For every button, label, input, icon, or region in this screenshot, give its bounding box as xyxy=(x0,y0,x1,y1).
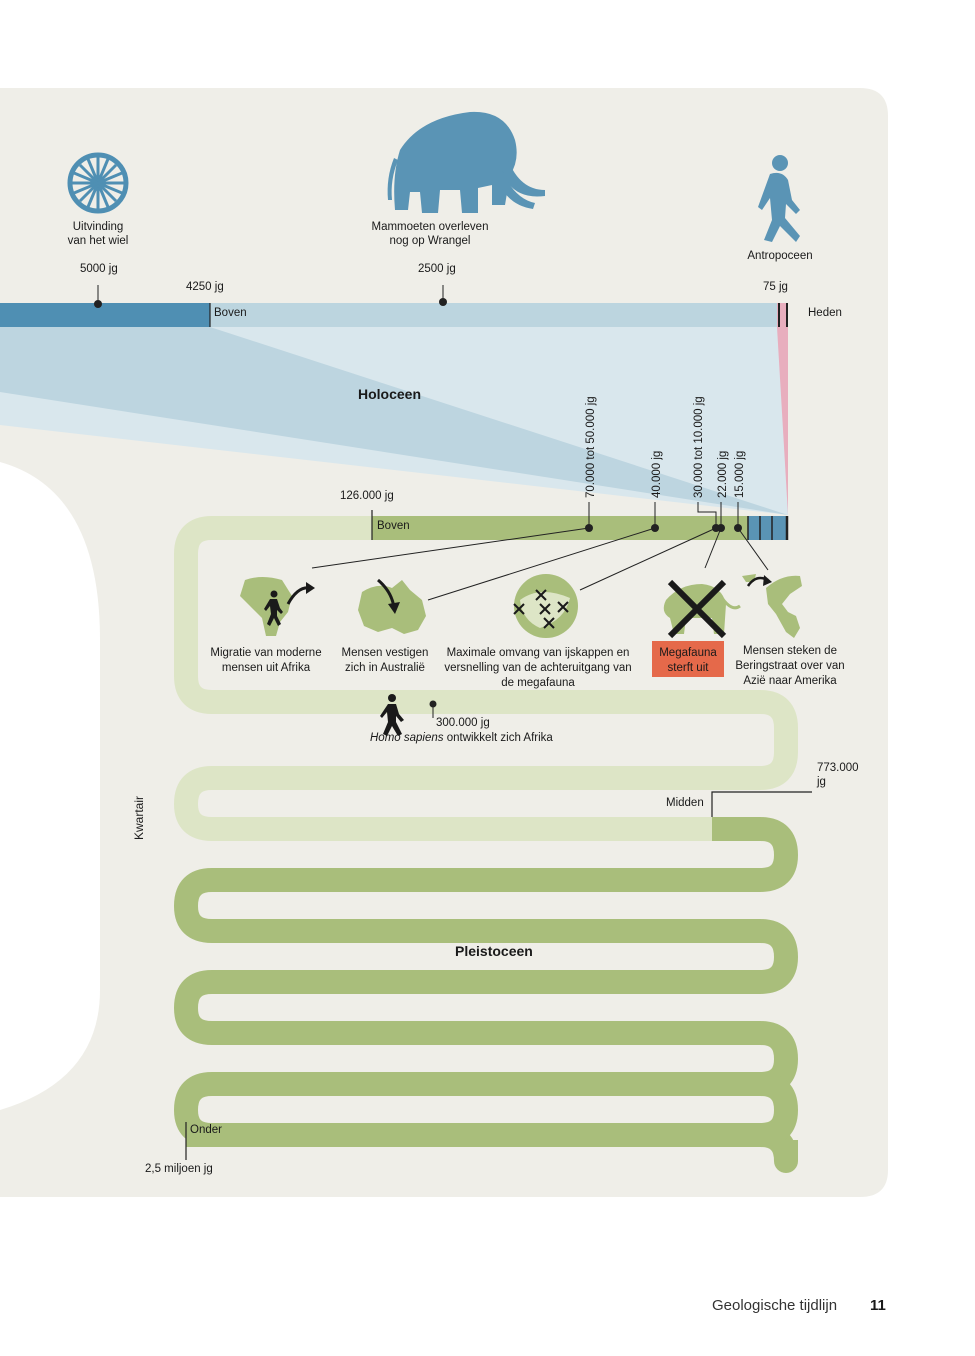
holocene-boven-label: Boven xyxy=(214,307,247,319)
mammoth-label-2: nog op Wrangel xyxy=(390,235,471,247)
vtick-15000: 15.000 jg xyxy=(734,451,746,498)
migration-label-1: Migratie van moderne xyxy=(210,647,321,659)
wheel-label-1: Uitvinding xyxy=(73,221,124,233)
homo-label-rest: ontwikkelt zich Afrika xyxy=(444,732,554,744)
heden-label: Heden xyxy=(808,307,842,319)
tick-label-5000: 5000 jg xyxy=(80,263,118,275)
ice-label-2: versnelling van de achteruitgang van xyxy=(444,662,631,674)
tick-dot-2500 xyxy=(439,298,447,306)
australia-label-1: Mensen vestigen xyxy=(342,647,429,659)
megafauna-box xyxy=(652,641,724,677)
tick-label-4250: 4250 jg xyxy=(186,281,224,293)
page-number: 11 xyxy=(870,1297,886,1314)
onder-label: Onder xyxy=(190,1124,222,1136)
tick-label-2500: 2500 jg xyxy=(418,263,456,275)
ice-label-3: de megafauna xyxy=(501,677,575,689)
holocene-bar-pink xyxy=(777,303,788,327)
australia-label-2: zich in Australië xyxy=(345,662,425,674)
homo-label: Homo sapiens ontwikkelt zich Afrika xyxy=(370,732,553,744)
tick-label-25m: 2,5 miljoen jg xyxy=(145,1163,213,1175)
midden-label: Midden xyxy=(666,797,704,809)
mammoth-icon xyxy=(387,111,545,213)
walking-person-icon xyxy=(264,590,283,626)
vtick-22000: 22.000 jg xyxy=(717,451,729,498)
white-cutout xyxy=(0,462,100,1110)
homo-sapiens-icon xyxy=(380,694,404,736)
holocene-fan-mid xyxy=(0,327,788,515)
bering-label-1: Mensen steken de xyxy=(743,645,837,657)
tick-label-126000: 126.000 jg xyxy=(340,490,394,502)
pleistocene-bar xyxy=(372,516,748,540)
vtick-70000: 70.000 tot 50.000 jg xyxy=(585,396,597,498)
wheel-label-2: van het wiel xyxy=(68,235,129,247)
bering-label-3: Azië naar Amerika xyxy=(743,675,837,687)
wheel-icon xyxy=(67,152,129,214)
megafauna-label-2: sterft uit xyxy=(668,662,710,674)
tick-label-75: 75 jg xyxy=(763,281,788,293)
megafauna-label-1: Megafauna xyxy=(659,647,717,659)
vtick-30000: 30.000 tot 10.000 jg xyxy=(693,396,705,498)
tick-dot-5000 xyxy=(94,300,102,308)
pleistocene-boven-label: Boven xyxy=(377,520,410,532)
extinct-mammoth-icon xyxy=(663,579,741,639)
antropoceen-label: Antropoceen xyxy=(747,250,812,262)
tick-label-773000-2: jg xyxy=(816,776,826,788)
homo-label-italic: Homo sapiens xyxy=(370,732,444,744)
midden-tick-line xyxy=(711,791,812,817)
mammoth-label-1: Mammoeten overleven xyxy=(372,221,489,233)
pleistocene-serpentine-light xyxy=(174,516,798,841)
kwartair-label: Kwartair xyxy=(132,796,146,840)
migration-label-2: mensen uit Afrika xyxy=(222,662,311,674)
holocene-name: Holoceen xyxy=(358,386,421,402)
ice-label-1: Maximale omvang van ijskappen en xyxy=(447,647,630,659)
pleistocene-bar-blue xyxy=(748,516,788,540)
ice-globe-icon xyxy=(513,574,578,638)
pleistocene-name: Pleistoceen xyxy=(455,943,533,959)
holocene-fan-pink xyxy=(777,327,788,515)
event-connector-lines xyxy=(311,527,769,601)
tick-label-773000-1: 773.000 xyxy=(817,762,859,774)
human-walking-icon xyxy=(758,155,800,242)
homo-tick-label: 300.000 jg xyxy=(436,717,490,729)
bering-label-2: Beringstraat over van xyxy=(735,660,844,672)
footer-title: Geologische tijdlijn xyxy=(712,1297,838,1314)
holocene-bar-dark xyxy=(0,303,210,327)
holocene-bar-light xyxy=(210,303,777,327)
pleistocene-serpentine-dark xyxy=(174,817,798,1173)
vtick-40000: 40.000 jg xyxy=(651,451,663,498)
tick-dot-300000 xyxy=(429,700,437,708)
